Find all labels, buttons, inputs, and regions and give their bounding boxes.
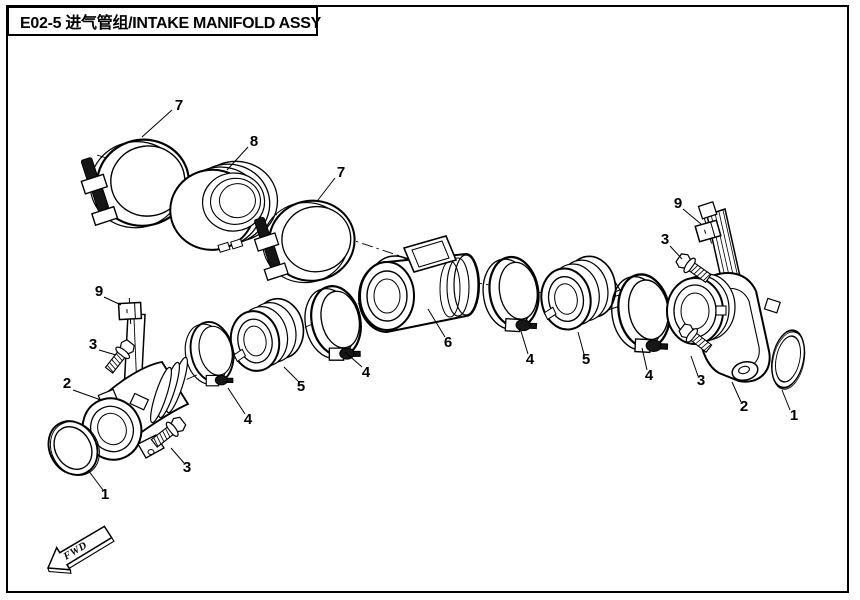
callout-bolt-right-upper: 3 [661, 231, 669, 248]
callout-clamp-small-3: 4 [526, 351, 535, 368]
part-clamp-small-3 [476, 252, 546, 341]
part-intake-duct [358, 235, 480, 334]
callout-adapter-right: 2 [740, 398, 748, 415]
callout-clamp-small-4: 4 [645, 367, 654, 384]
part-connecting-boot-left [223, 293, 311, 376]
part-throttle-adapter-left [81, 304, 190, 461]
callout-sensor-left: 9 [95, 283, 103, 300]
callout-seal-left: 1 [101, 486, 109, 503]
callouts: 7 8 7 9 3 2 1 3 4 5 4 6 4 [63, 97, 798, 503]
part-connecting-boot-right [534, 251, 623, 335]
fwd-arrow [46, 525, 113, 571]
part-throttle-adapter-right [666, 201, 781, 383]
part-seal-right [765, 326, 812, 394]
callout-bolt-right-lower: 3 [697, 372, 705, 389]
page-title: E02-5 进气管组/INTAKE MANIFOLD ASSY [20, 15, 321, 32]
callout-bolt-left-upper: 3 [89, 336, 97, 353]
callout-bolt-left-lower: 3 [183, 459, 191, 476]
callout-clamp-large-1: 7 [175, 97, 183, 114]
page-border [6, 5, 849, 593]
callout-clamp-small-1: 4 [244, 411, 253, 428]
callout-corrugated-hose: 8 [250, 133, 258, 150]
callout-boot-right: 5 [582, 351, 590, 368]
callout-intake-duct: 6 [444, 334, 452, 351]
callout-seal-right: 1 [790, 407, 798, 424]
callout-clamp-large-2: 7 [337, 164, 345, 181]
callout-adapter-left: 2 [63, 375, 71, 392]
callout-sensor-right: 9 [674, 195, 682, 212]
title-block: E02-5 进气管组/INTAKE MANIFOLD ASSY [7, 6, 321, 36]
callout-boot-left: 5 [297, 378, 305, 395]
fwd-marker: FWD [46, 525, 115, 574]
callout-clamp-small-2: 4 [362, 364, 371, 381]
